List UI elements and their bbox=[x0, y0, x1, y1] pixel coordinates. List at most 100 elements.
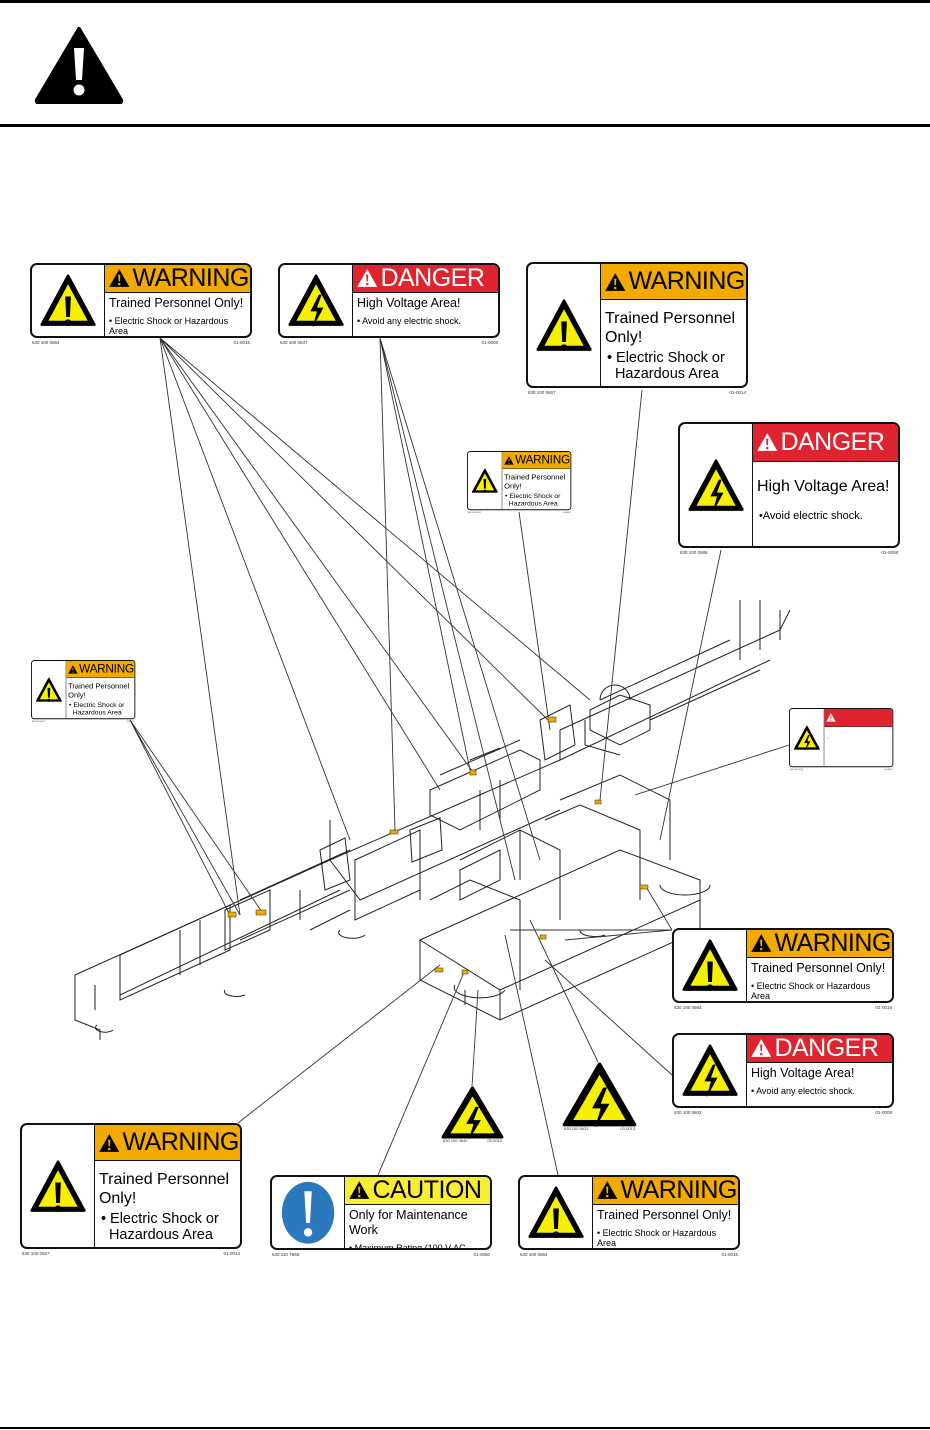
warning-triangle-icon bbox=[30, 1160, 86, 1212]
label-header: DANGER bbox=[746, 1033, 892, 1063]
mandatory-action-icon bbox=[281, 1181, 335, 1244]
part-number: 630 110 7665 bbox=[272, 1252, 300, 1257]
alert-triangle-icon bbox=[826, 713, 836, 722]
part-number: 630 100 0619 bbox=[789, 768, 803, 771]
revision: 03-0013 bbox=[487, 1138, 502, 1143]
label-detail: • Electric Shock or Hazardous Area bbox=[606, 349, 725, 383]
label-header bbox=[824, 708, 893, 727]
label-detail: • Maximum Rating (100 V AC 7.5A) bbox=[348, 1242, 466, 1250]
label-message: Trained Personnel Only! bbox=[98, 1171, 230, 1208]
alert-triangle-icon bbox=[751, 934, 772, 953]
electric-hazard-symbol-label: 630 100 0640 03-0013 bbox=[441, 1086, 504, 1148]
revision: 01-0009 bbox=[875, 1110, 892, 1115]
label-detail: •Avoid electric shock. bbox=[758, 509, 863, 522]
electric-hazard-icon bbox=[441, 1086, 504, 1141]
label-header: DANGER bbox=[752, 424, 898, 462]
safety-label-caution: CAUTION Only for Maintenance Work • Maximu… bbox=[270, 1175, 492, 1262]
safety-label-danger: DANGER High Voltage Area! • Avoid any elec… bbox=[672, 1033, 894, 1120]
part-number: 630 100 0602 bbox=[674, 1110, 702, 1115]
safety-label-danger: . 630 100 0619 01-0013 bbox=[789, 708, 894, 773]
label-signal-word: WARNING bbox=[774, 928, 891, 957]
part-number: 630 100 0664 bbox=[32, 340, 60, 345]
label-message: Only for Maintenance Work bbox=[348, 1207, 468, 1237]
electric-hazard-icon bbox=[793, 725, 820, 750]
label-detail: • Avoid any electric shock. bbox=[750, 1085, 855, 1096]
electric-hazard-icon bbox=[562, 1062, 637, 1130]
safety-label-warning: WARNING Trained Personnel Only! • Electric… bbox=[672, 928, 894, 1015]
revision: 01-0014 bbox=[729, 390, 746, 395]
alert-triangle-icon bbox=[605, 272, 626, 291]
electric-hazard-icon bbox=[688, 459, 744, 512]
warning-triangle-icon bbox=[40, 274, 96, 327]
alert-triangle-icon bbox=[504, 456, 514, 465]
alert-triangle-icon bbox=[68, 665, 78, 674]
label-message: Trained Personnel Only! bbox=[504, 473, 566, 491]
revision: 01-0014 bbox=[223, 1251, 240, 1256]
label-signal-word: DANGER bbox=[380, 263, 485, 292]
warning-triangle-icon bbox=[34, 27, 124, 104]
label-message: Trained Personnel Only! bbox=[750, 960, 886, 975]
revision: 03-0013 bbox=[620, 1126, 635, 1131]
alert-triangle-icon bbox=[109, 269, 130, 288]
warning-triangle-icon bbox=[471, 468, 498, 493]
label-signal-word: CAUTION bbox=[372, 1175, 482, 1204]
warning-triangle-icon bbox=[528, 1186, 584, 1239]
footer-divider bbox=[0, 1427, 930, 1429]
part-number: 630 100 0640 bbox=[443, 1138, 468, 1143]
part-number: 630 100 0671 bbox=[31, 720, 45, 723]
part-number: 630 100 0657 bbox=[22, 1251, 50, 1256]
safety-label-warning: WARNING Trained Personnel Only!• Electric… bbox=[467, 451, 572, 516]
label-detail: • Electric Shock or Hazardous Area bbox=[69, 701, 125, 717]
label-header: WARNING bbox=[94, 1125, 240, 1162]
electric-hazard-icon bbox=[682, 1044, 738, 1097]
part-number: 630 100 0633 bbox=[564, 1126, 589, 1131]
label-detail: • Electric Shock or Hazardous Area bbox=[100, 1210, 219, 1244]
alert-triangle-icon bbox=[751, 1039, 772, 1058]
part-number: 630 100 0586 bbox=[680, 550, 708, 555]
alert-triangle-icon bbox=[597, 1181, 618, 1200]
part-number: 630 100 0671 bbox=[467, 511, 481, 514]
label-header: DANGER bbox=[352, 263, 498, 293]
revision: 01-0015 bbox=[875, 1005, 892, 1010]
electric-hazard-icon bbox=[288, 274, 344, 327]
label-detail: . bbox=[827, 734, 829, 741]
label-signal-word: WARNING bbox=[515, 453, 570, 467]
label-message: High Voltage Area! bbox=[356, 295, 461, 310]
label-header: WARNING bbox=[502, 451, 571, 469]
part-number: 630 100 0664 bbox=[674, 1005, 702, 1010]
label-message: High Voltage Area! bbox=[750, 1065, 855, 1080]
revision: 01-0016 bbox=[562, 511, 571, 514]
label-header: WARNING bbox=[66, 660, 135, 678]
label-detail: • Electric Shock or Hazardous Area bbox=[505, 492, 561, 508]
header-divider bbox=[0, 124, 930, 127]
label-signal-word: WARNING bbox=[628, 267, 745, 296]
revision: 01-0008 bbox=[481, 340, 498, 345]
label-detail: • Electric Shock or Hazardous Area bbox=[108, 315, 229, 337]
label-header: WARNING bbox=[746, 928, 892, 958]
label-message: Trained Personnel Only! bbox=[108, 295, 244, 310]
warning-triangle-icon bbox=[682, 939, 738, 992]
label-signal-word: WARNING bbox=[122, 1128, 239, 1157]
label-signal-word: DANGER bbox=[780, 427, 885, 456]
label-signal-word: DANGER bbox=[774, 1033, 879, 1062]
revision: 01-0013 bbox=[884, 768, 893, 771]
revision: 01-0060 bbox=[473, 1252, 490, 1257]
warning-triangle-icon bbox=[35, 677, 62, 702]
top-border bbox=[0, 0, 930, 3]
safety-label-warning: WARNING Trained Personnel Only!• Electric… bbox=[20, 1123, 242, 1261]
label-signal-word: WARNING bbox=[620, 1175, 737, 1204]
label-message: Trained Personnel Only! bbox=[68, 682, 130, 700]
label-detail: • Electric Shock or Hazardous Area bbox=[750, 980, 871, 1002]
label-signal-word: WARNING bbox=[132, 263, 249, 292]
label-header: WARNING bbox=[600, 264, 746, 301]
label-message: High Voltage Area! bbox=[756, 477, 890, 495]
label-signal-word: WARNING bbox=[79, 662, 134, 676]
safety-label-warning: WARNING Trained Personnel Only!• Electric… bbox=[31, 660, 136, 725]
alert-triangle-icon bbox=[349, 1181, 370, 1200]
part-number: 630 100 0657 bbox=[528, 390, 556, 395]
machine-frame bbox=[74, 600, 791, 1040]
